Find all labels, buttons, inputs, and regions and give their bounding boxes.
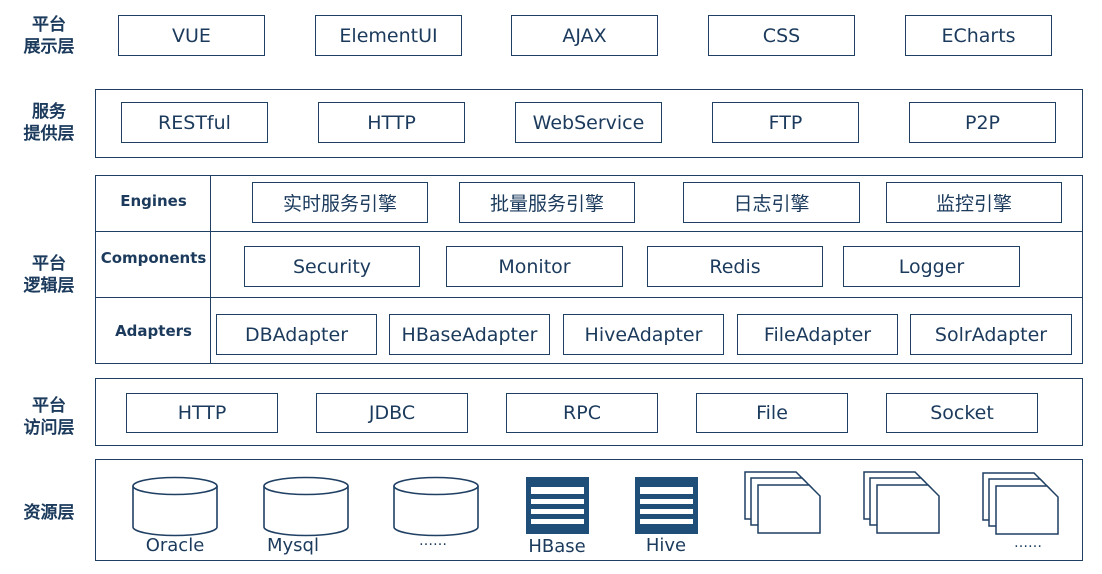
- table-icon: [526, 477, 589, 534]
- resource-label-more-docs: ……: [1014, 535, 1042, 551]
- display-item-css: CSS: [708, 15, 855, 56]
- component-redis: Redis: [647, 246, 823, 287]
- documents-icon: [744, 471, 821, 534]
- database-icon: [393, 476, 479, 537]
- service-layer: [95, 89, 1083, 158]
- display-layer-label-line2: 展示层: [23, 37, 75, 57]
- service-item-p2p: P2P: [909, 102, 1056, 143]
- logic-divider-2: [96, 297, 1082, 298]
- resource-label-mysql: Mysql: [267, 535, 319, 556]
- documents-icon: [863, 471, 940, 534]
- resource-label-oracle: Oracle: [145, 535, 205, 556]
- access-item-socket: Socket: [886, 393, 1038, 433]
- adapter-hive: HiveAdapter: [563, 314, 724, 355]
- service-layer-label: 服务 提供层: [6, 101, 92, 145]
- access-layer-label-line1: 平台: [32, 396, 66, 416]
- service-item-webservice: WebService: [515, 102, 662, 143]
- resource-label-hive: Hive: [645, 535, 687, 556]
- access-item-rpc: RPC: [506, 393, 658, 433]
- display-item-elementui: ElementUI: [315, 15, 462, 56]
- database-icon: [132, 476, 218, 537]
- logic-layer-label-line1: 平台: [32, 254, 66, 274]
- logic-layer-label: 平台 逻辑层: [6, 253, 92, 297]
- adapter-db: DBAdapter: [216, 314, 377, 355]
- service-layer-label-line2: 提供层: [23, 124, 75, 144]
- adapter-file: FileAdapter: [737, 314, 898, 355]
- resource-label-hbase: HBase: [528, 536, 586, 557]
- display-item-echarts: ECharts: [905, 15, 1052, 56]
- resource-label-more-db: ……: [419, 533, 447, 549]
- components-label: Components: [100, 249, 207, 267]
- engine-realtime: 实时服务引擎: [252, 182, 428, 223]
- engine-batch: 批量服务引擎: [459, 182, 635, 223]
- display-item-vue: VUE: [118, 15, 265, 56]
- resource-layer: [95, 459, 1083, 561]
- display-layer-label-line1: 平台: [32, 15, 66, 35]
- service-item-restful: RESTful: [121, 102, 268, 143]
- service-item-http: HTTP: [318, 102, 465, 143]
- resource-layer-label: 资源层: [23, 503, 75, 523]
- access-item-file: File: [696, 393, 848, 433]
- logic-layer: Engines Components Adapters: [95, 175, 1083, 364]
- display-item-ajax: AJAX: [511, 15, 658, 56]
- service-item-ftp: FTP: [712, 102, 859, 143]
- access-item-jdbc: JDBC: [316, 393, 468, 433]
- logic-divider-1: [96, 231, 1082, 232]
- component-logger: Logger: [843, 246, 1020, 287]
- service-layer-label-line1: 服务: [32, 102, 66, 122]
- component-monitor: Monitor: [446, 246, 623, 287]
- engine-log: 日志引擎: [683, 182, 860, 223]
- engines-label: Engines: [120, 192, 187, 210]
- adapter-solr: SolrAdapter: [910, 314, 1072, 355]
- logic-layer-label-line2: 逻辑层: [23, 276, 75, 296]
- display-layer-label: 平台 展示层: [6, 14, 92, 58]
- access-item-http: HTTP: [126, 393, 278, 433]
- adapter-hbase: HBaseAdapter: [389, 314, 550, 355]
- access-layer: [95, 378, 1083, 446]
- access-layer-label-line2: 访问层: [23, 418, 75, 438]
- logic-divider-vertical: [210, 176, 211, 363]
- database-icon: [263, 476, 349, 537]
- adapters-label: Adapters: [115, 322, 192, 340]
- table-icon: [635, 477, 698, 534]
- engine-monitor: 监控引擎: [886, 182, 1062, 223]
- access-layer-label: 平台 访问层: [6, 395, 92, 439]
- documents-icon: [982, 472, 1059, 535]
- component-security: Security: [244, 246, 420, 287]
